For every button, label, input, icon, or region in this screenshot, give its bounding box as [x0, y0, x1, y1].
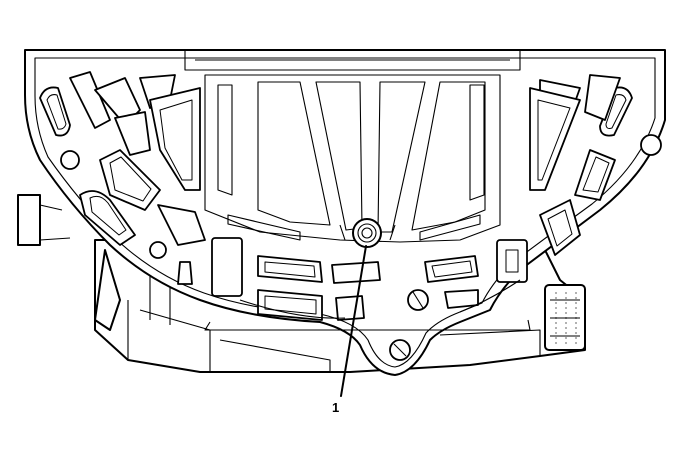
callout-leader-line [340, 245, 367, 397]
drain-plug-icon [352, 218, 382, 248]
callout-number-1: 1 [332, 400, 340, 415]
left-pockets [39, 71, 206, 285]
right-pockets [496, 74, 662, 283]
center-pockets [204, 237, 531, 361]
